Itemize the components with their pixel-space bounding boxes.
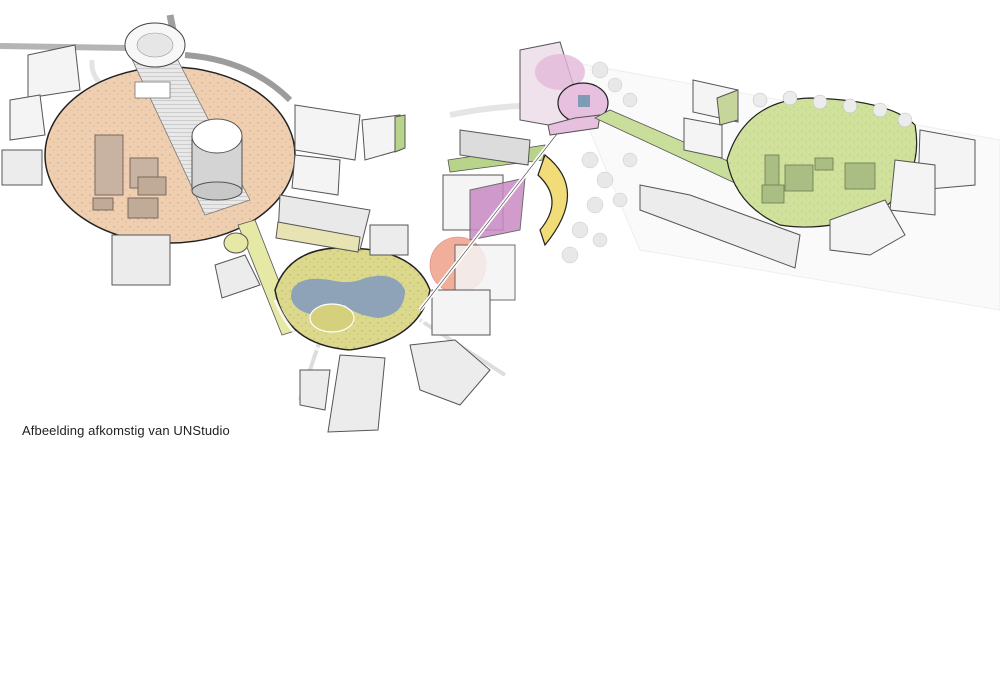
yellow-park-zone bbox=[273, 247, 442, 355]
spine-zones bbox=[418, 128, 568, 336]
buildings-right bbox=[639, 79, 976, 269]
trees bbox=[561, 61, 638, 264]
buildings-center bbox=[275, 104, 491, 433]
masterplan-diagram bbox=[0, 14, 1000, 433]
buildings-left bbox=[1, 44, 261, 299]
image-caption: Afbeelding afkomstig van UNStudio bbox=[22, 423, 230, 438]
orange-zone bbox=[44, 22, 296, 244]
yellow-small-circle bbox=[223, 232, 249, 254]
pink-plaza bbox=[519, 41, 609, 136]
green-zone bbox=[594, 90, 918, 228]
